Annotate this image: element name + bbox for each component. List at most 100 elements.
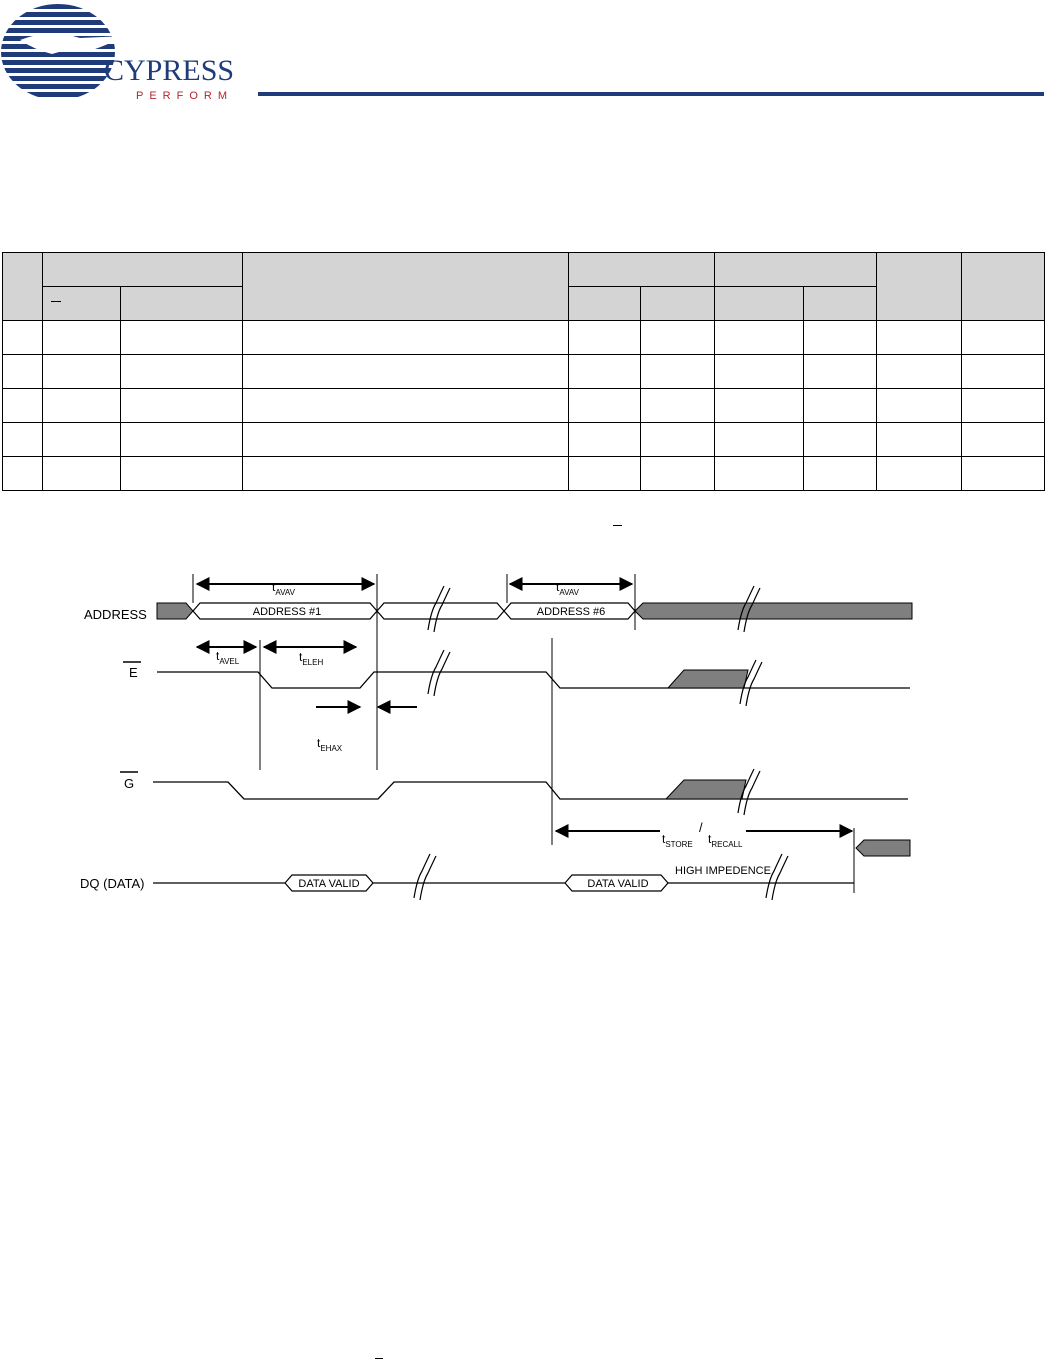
table-cell: [640, 456, 715, 491]
table-cell: [803, 354, 877, 389]
table-cell: [568, 388, 641, 423]
table-cell: [714, 320, 804, 355]
table-cell: [803, 422, 877, 457]
reference-lines: [192, 574, 855, 893]
t-avel-label: tAVEL: [216, 649, 240, 666]
table-cell: [961, 388, 1045, 423]
header-cell: [42, 286, 121, 321]
table-cell: [242, 354, 569, 389]
header-cell: [2, 252, 43, 321]
table-cell: [568, 456, 641, 491]
header-cell: [961, 252, 1045, 321]
spec-table: [2, 252, 1045, 491]
table-row: [2, 456, 1045, 491]
data-valid-1-label: DATA VALID: [298, 878, 359, 890]
table-cell: [120, 422, 243, 457]
dq-waveform: [153, 839, 911, 901]
address-1-label: ADDRESS #1: [253, 606, 321, 618]
note-overbar: [613, 525, 622, 526]
table-cell: [120, 354, 243, 389]
table-cell: [714, 422, 804, 457]
table-cell: [714, 388, 804, 423]
footer-overbar: [375, 1358, 383, 1359]
table-cell: [961, 354, 1045, 389]
table-cell: [2, 456, 43, 491]
brand-tagline: PERFORM: [136, 90, 233, 102]
table-cell: [242, 320, 569, 355]
dq-signal-label: DQ (DATA): [80, 876, 145, 891]
table-cell: [640, 388, 715, 423]
table-cell: [42, 456, 121, 491]
table-cell: [803, 388, 877, 423]
table-cell: [714, 354, 804, 389]
table-cell: [120, 388, 243, 423]
t-avav-label-1: tAVAV: [272, 580, 296, 597]
g-signal-label: G: [124, 776, 134, 791]
header-cell: [714, 252, 877, 287]
data-valid-2-label: DATA VALID: [587, 878, 648, 890]
t-ehax-label: tEHAX: [317, 736, 343, 753]
header-cell: [568, 286, 641, 321]
brand-name: CYPRESS: [104, 54, 234, 87]
header-rule: [258, 92, 1044, 96]
header-cell: [876, 252, 962, 321]
table-cell: [876, 388, 962, 423]
table-cell: [42, 388, 121, 423]
table-cell: [120, 320, 243, 355]
table-cell: [42, 422, 121, 457]
table-cell: [876, 320, 962, 355]
table-cell: [876, 422, 962, 457]
table-cell: [568, 354, 641, 389]
header-cell: [120, 286, 243, 321]
table-cell: [242, 388, 569, 423]
timing-slash: /: [699, 820, 703, 835]
t-avav-label-2: tAVAV: [556, 580, 580, 597]
table-cell: [242, 422, 569, 457]
address-waveform: [156, 585, 913, 633]
globe-icon: [1, 4, 125, 97]
table-cell: [2, 354, 43, 389]
table-cell: [803, 456, 877, 491]
overbar: [51, 300, 61, 302]
table-cell: [568, 320, 641, 355]
cypress-logo: CYPRESS PERFORM: [1, 4, 234, 102]
t-recall-label: tRECALL: [708, 832, 743, 849]
timing-arrows: [195, 577, 854, 838]
table-row: [2, 320, 1045, 355]
table-row: [2, 354, 1045, 389]
table-cell: [2, 320, 43, 355]
e-waveform: [157, 649, 910, 707]
header-cell: [42, 252, 243, 287]
table-cell: [961, 320, 1045, 355]
table-cell: [2, 388, 43, 423]
header-cell: [568, 252, 715, 287]
table-cell: [242, 456, 569, 491]
t-store-label: tSTORE: [662, 832, 693, 849]
table-cell: [876, 456, 962, 491]
t-eleh-label: tELEH: [299, 650, 323, 667]
table-cell: [640, 354, 715, 389]
table-row: [2, 388, 1045, 423]
table-cell: [120, 456, 243, 491]
table-cell: [876, 354, 962, 389]
table-cell: [2, 422, 43, 457]
table-cell: [640, 422, 715, 457]
table-cell: [42, 354, 121, 389]
address-6-label: ADDRESS #6: [537, 606, 605, 618]
address-signal-label: ADDRESS: [84, 607, 147, 622]
table-cell: [961, 456, 1045, 491]
table-header-row: [2, 252, 1045, 321]
table-row: [2, 422, 1045, 457]
table-cell: [42, 320, 121, 355]
header-cell: [640, 286, 715, 321]
table-cell: [803, 320, 877, 355]
g-waveform: [153, 768, 908, 816]
timing-diagram: ADDRESS E G DQ (DATA) ADDRESS #1 ADDRESS…: [80, 574, 913, 901]
header-cell: [803, 286, 877, 321]
e-signal-label: E: [129, 665, 138, 680]
table-cell: [640, 320, 715, 355]
header-cell: [714, 286, 804, 321]
table-cell: [568, 422, 641, 457]
table-cell: [714, 456, 804, 491]
table-cell: [961, 422, 1045, 457]
